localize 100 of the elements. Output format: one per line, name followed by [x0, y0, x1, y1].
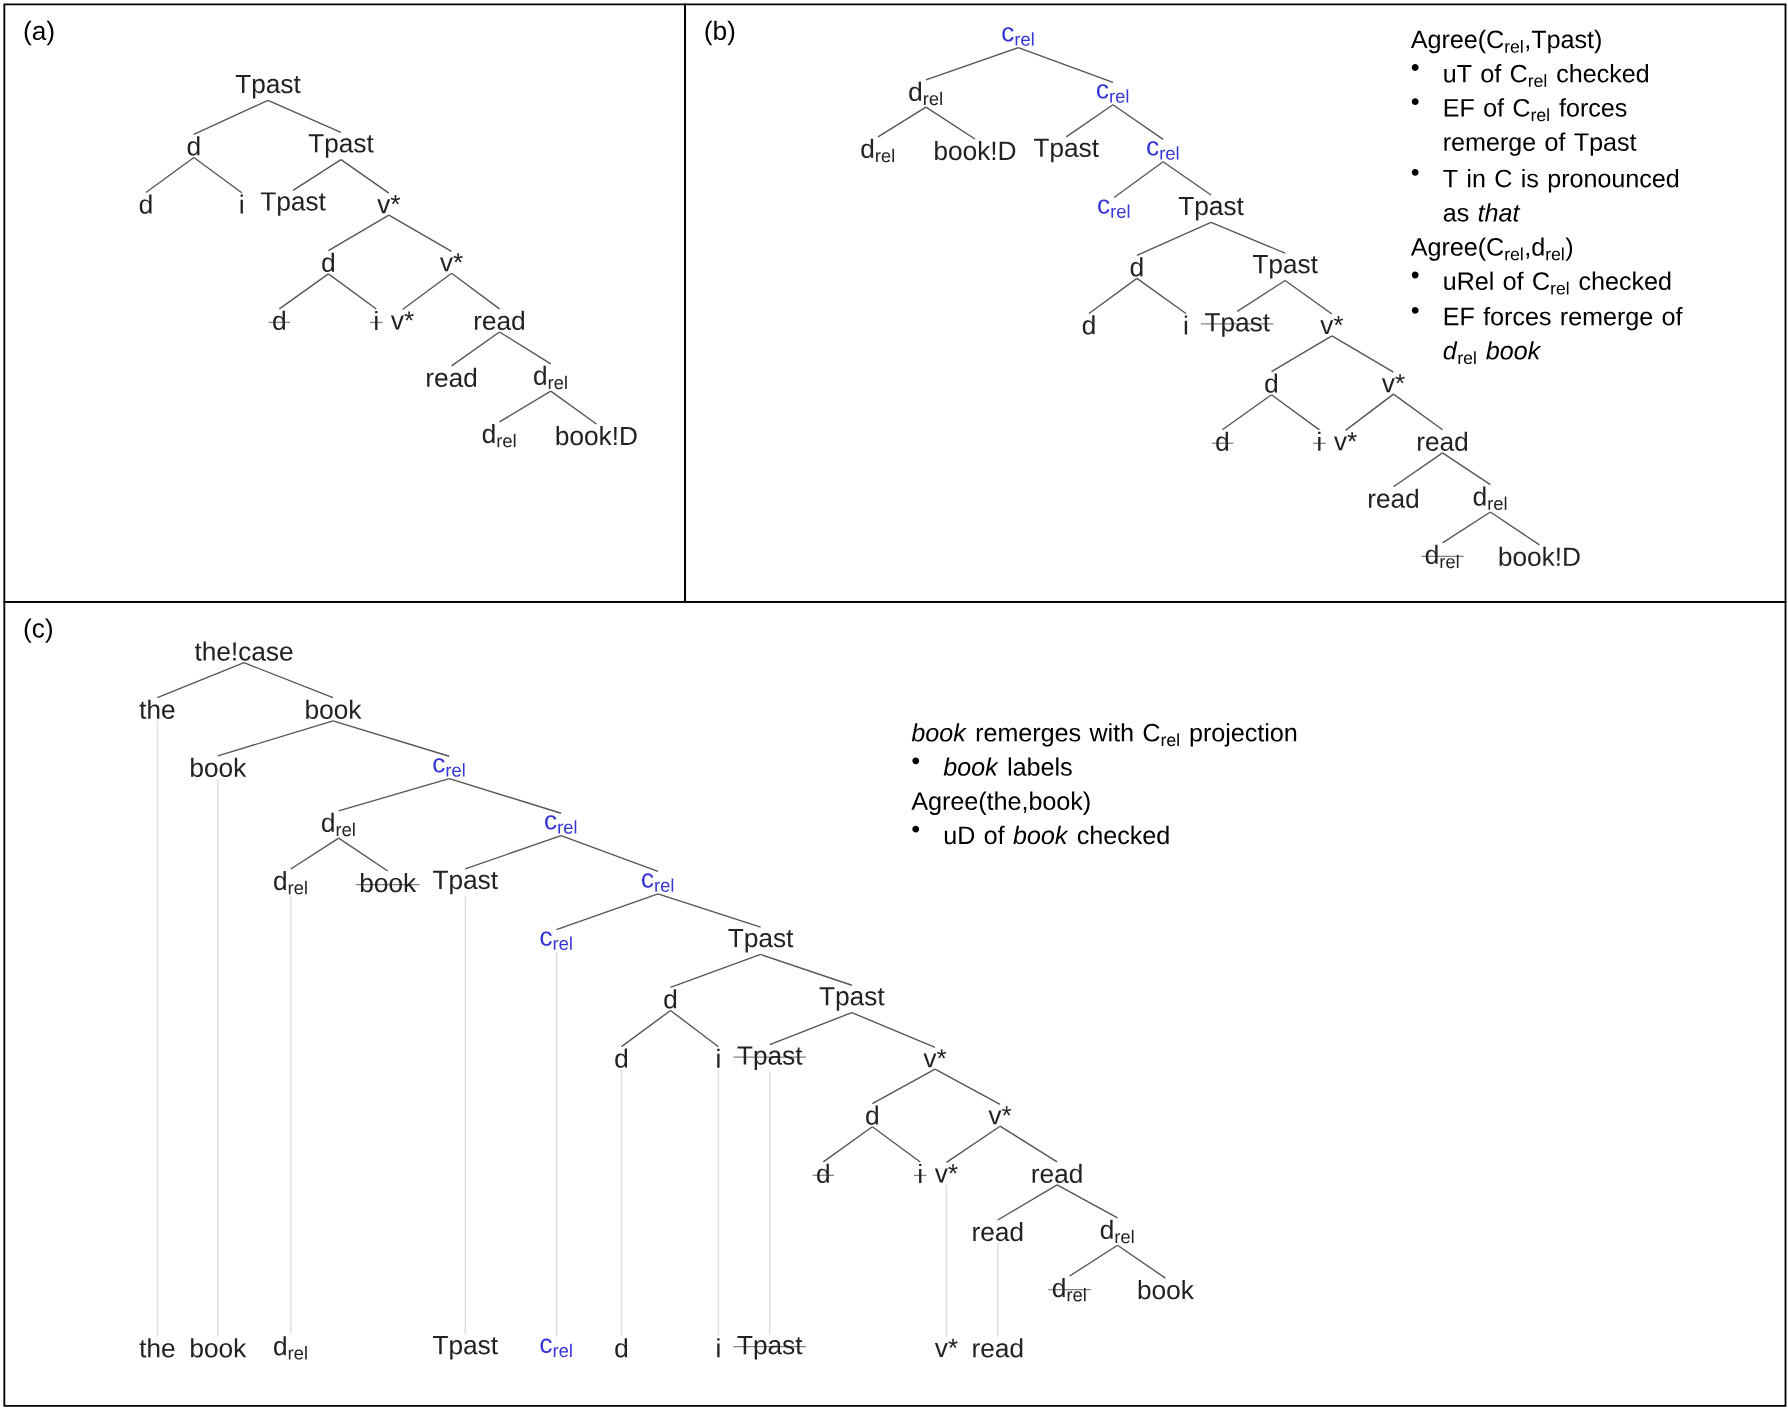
branch-line — [822, 1125, 874, 1163]
branch-line — [290, 837, 340, 870]
struck-label: Tpast — [732, 1046, 807, 1070]
tree-label: d$_{rel}$ — [909, 81, 942, 106]
note-text: EF forces remerge of d$_{rel}$ book — [1443, 306, 1683, 364]
branch-line — [1344, 393, 1395, 431]
tree-label: v* — [923, 1049, 947, 1068]
branch-line — [193, 99, 269, 135]
branch-line — [1017, 46, 1114, 83]
branch-line — [550, 390, 598, 425]
note-text: Agree(C$_{rel}$,d$_{rel}$) — [1410, 237, 1573, 261]
branch-line — [464, 834, 562, 870]
branch-line — [217, 720, 334, 757]
note-text: EF of C$_{rel}$ forces remerge of Tpast — [1444, 98, 1637, 156]
tree-label: d$_{rel}$ — [274, 870, 307, 895]
trace-line — [555, 951, 558, 1338]
tree-label: d$_{rel}$ — [1100, 1219, 1134, 1244]
tree-label: c$_{rel}$ — [540, 931, 572, 950]
branch-line — [769, 1011, 853, 1046]
note-text: book remerges with C$_{rel}$ projection — [911, 723, 1297, 747]
branch-line — [327, 273, 377, 310]
tree-label: c$_{rel}$ — [642, 873, 674, 892]
trace-line — [464, 895, 466, 1335]
tree-label: c$_{rel}$ — [540, 1338, 572, 1357]
tree-label: c$_{rel}$ — [1002, 27, 1034, 46]
tree-label: Tpast — [728, 928, 794, 953]
bullet-mark: • — [912, 757, 920, 765]
tree-label: d$_{rel}$ — [534, 365, 567, 390]
tree-label: d — [187, 136, 200, 156]
note-text: uRel of C$_{rel}$ checked — [1444, 271, 1671, 295]
tree-label: v* — [1334, 432, 1357, 451]
tree-label: v* — [934, 1164, 958, 1183]
branch-line — [1441, 452, 1492, 486]
tree-label: book!D — [556, 425, 637, 446]
tree-label: Tpast — [1252, 254, 1318, 279]
branch-line — [555, 893, 659, 931]
tree-label: c$_{rel}$ — [1147, 141, 1179, 160]
branch-line — [278, 273, 330, 310]
struck-label: d — [1211, 431, 1234, 451]
branch-line — [1236, 279, 1286, 312]
tree-label: d — [1265, 373, 1278, 393]
branch-line — [1331, 335, 1395, 373]
tree-label: v* — [390, 311, 414, 330]
tree-label: read — [973, 1338, 1023, 1358]
branch-line — [156, 661, 245, 699]
branch-line — [1088, 277, 1138, 314]
bullet-mark: • — [1411, 271, 1419, 279]
tree-label: i — [240, 194, 243, 214]
tree-label: v* — [377, 194, 401, 213]
tree-label: book — [306, 699, 362, 719]
tree-label: d — [322, 252, 334, 272]
tree-label: Tpast — [1178, 196, 1244, 221]
branch-line — [498, 331, 552, 365]
struck-label: i — [1312, 431, 1327, 451]
branch-line — [1270, 335, 1333, 373]
branch-line — [934, 1068, 1001, 1105]
branch-line — [448, 777, 562, 814]
tree-label: book — [191, 757, 247, 777]
tree-label: c$_{rel}$ — [545, 815, 577, 834]
bullet-mark: • — [1411, 306, 1419, 314]
branch-line — [1441, 511, 1492, 544]
branch-line — [498, 390, 552, 423]
branch-line — [1392, 393, 1444, 431]
tree-label: book — [1138, 1279, 1194, 1300]
branch-line — [292, 158, 342, 191]
struck-label: i — [369, 310, 384, 330]
branch-line — [338, 777, 450, 812]
trace-line — [945, 1183, 948, 1338]
note-text: book labels — [943, 757, 1072, 776]
tree-label: read — [973, 1221, 1023, 1242]
tree-label: Tpast — [308, 134, 374, 158]
branch-line — [1056, 1184, 1119, 1219]
tree-label: d — [615, 1338, 628, 1358]
tree-label: i — [1184, 315, 1188, 335]
branch-line — [925, 46, 1019, 81]
tree-label: d$_{rel}$ — [861, 138, 894, 163]
struck-label: d — [811, 1163, 835, 1183]
tree-label: Tpast — [260, 192, 326, 216]
tree-label: d$_{rel}$ — [322, 812, 355, 837]
branch-line — [1489, 511, 1541, 546]
branch-line — [669, 953, 762, 988]
tree-label: Tpast — [819, 987, 885, 1011]
note-text: uT of C$_{rel}$ checked — [1444, 63, 1649, 87]
branch-line — [759, 953, 853, 986]
trace-line — [717, 1068, 720, 1337]
branch-line — [388, 214, 453, 252]
tree-label: v* — [988, 1106, 1012, 1125]
tree-label: book!D — [935, 140, 1016, 160]
branch-line — [1068, 1244, 1119, 1277]
branch-line — [243, 661, 334, 699]
struck-label: i — [913, 1163, 928, 1183]
tree-label: the — [139, 1338, 175, 1358]
tree-label: c$_{rel}$ — [1097, 84, 1129, 103]
branch-line — [1270, 393, 1321, 431]
tree-label: d$_{rel}$ — [1473, 486, 1507, 510]
branch-line — [193, 156, 243, 194]
tree-label: Tpast — [433, 870, 498, 895]
branch-line — [1136, 221, 1212, 256]
tree-label: Tpast — [235, 74, 301, 99]
tree-label: read — [1368, 488, 1418, 508]
